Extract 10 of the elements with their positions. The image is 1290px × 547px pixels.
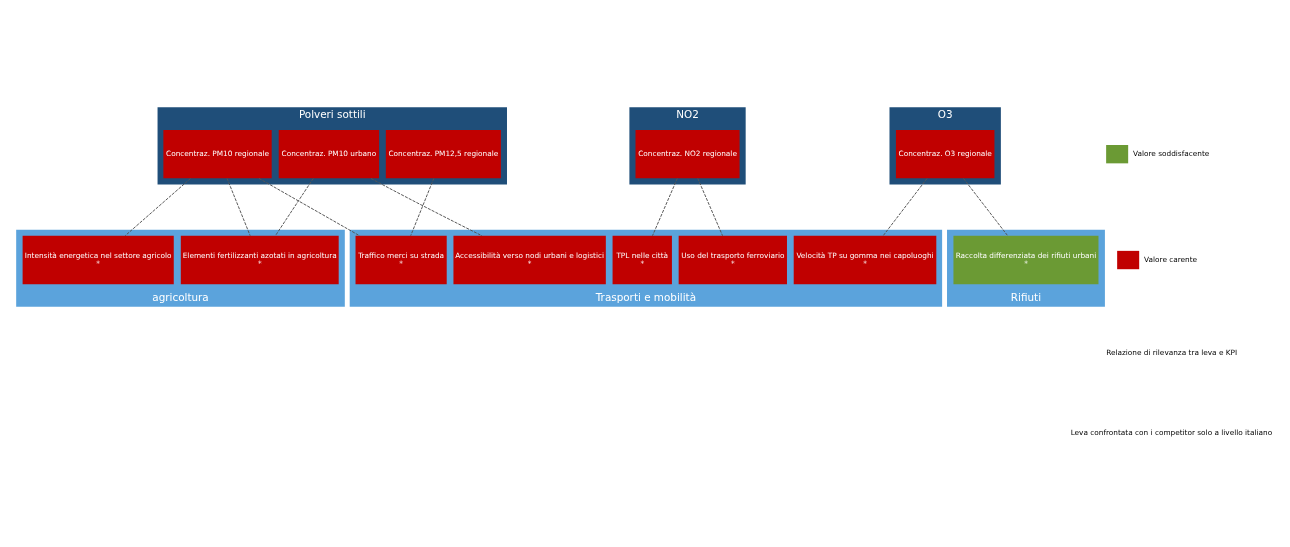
connector xyxy=(274,178,314,237)
connector xyxy=(370,177,483,237)
connector xyxy=(882,178,928,237)
connector xyxy=(697,178,724,237)
connector xyxy=(226,178,251,237)
connector xyxy=(410,178,435,237)
connector xyxy=(652,178,678,237)
connector xyxy=(124,178,191,237)
connector xyxy=(963,178,1009,237)
connector xyxy=(258,177,361,237)
